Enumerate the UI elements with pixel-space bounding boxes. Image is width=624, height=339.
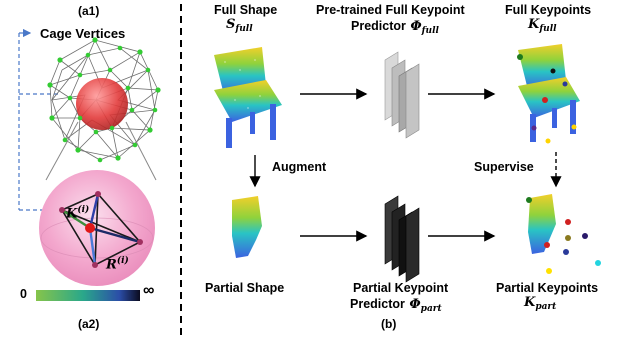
partial-keypoints-points bbox=[528, 194, 556, 254]
partial-network-icon bbox=[384, 195, 420, 283]
cage-bracket bbox=[18, 33, 62, 211]
full-shape-chair bbox=[214, 47, 282, 148]
full-shape-sym: S bbox=[226, 17, 236, 32]
zoom-line-left bbox=[45, 121, 79, 181]
partial-phi-sub: part bbox=[420, 304, 442, 314]
full-shape-symbol: Sfull bbox=[226, 17, 253, 34]
keypoint-dot bbox=[85, 223, 95, 233]
radius-superscript: (i) bbox=[116, 256, 129, 266]
pretrained-predictor-word: Predictor bbox=[351, 19, 406, 33]
partial-predictor-subtitle: Predictor Φpart bbox=[350, 295, 442, 314]
zoom-line-right bbox=[125, 121, 157, 181]
radius-label: R(i) bbox=[106, 256, 129, 272]
partial-shape-points bbox=[232, 196, 262, 258]
supervise-label: Supervise bbox=[474, 160, 534, 174]
pretrained-phi-sub: full bbox=[421, 26, 439, 36]
full-keypoints-chair bbox=[518, 44, 580, 142]
keypoint-label: K(i) bbox=[66, 205, 89, 221]
full-shape-title: Full Shape bbox=[214, 3, 278, 17]
partial-keypoint-dots bbox=[526, 197, 601, 274]
panel-b-tag: (b) bbox=[381, 317, 397, 331]
cell-vertices bbox=[59, 191, 143, 268]
radius-symbol: R bbox=[106, 257, 117, 273]
pretrained-phi: Φ bbox=[410, 19, 422, 34]
keypoint-superscript: (i) bbox=[77, 205, 90, 215]
cage-vertices-label: Cage Vertices bbox=[40, 26, 126, 41]
scale-min-label: 0 bbox=[20, 287, 27, 301]
partial-predictor-word: Predictor bbox=[350, 297, 405, 311]
scale-max-label: ∞ bbox=[143, 282, 155, 299]
pretrained-title: Pre-trained Full Keypoint bbox=[316, 3, 465, 17]
partial-keypoints-sub: part bbox=[535, 302, 557, 312]
color-scale-bar bbox=[36, 290, 140, 301]
partial-keypoints-symbol: Kpart bbox=[524, 295, 556, 312]
pretrained-subtitle: Predictor Φfull bbox=[351, 17, 439, 36]
partial-keypoints-title: Partial Keypoints bbox=[496, 281, 599, 295]
partial-predictor-title: Partial Keypoint bbox=[353, 281, 449, 295]
full-keypoints-sym: K bbox=[528, 17, 540, 32]
red-ball bbox=[76, 78, 128, 130]
partial-phi: Φ bbox=[409, 297, 421, 312]
full-shape-sub: full bbox=[235, 24, 253, 34]
keypoint-symbol: K bbox=[66, 206, 78, 222]
full-keypoint-dots bbox=[517, 54, 577, 144]
panel-a2-tag: (a2) bbox=[78, 317, 100, 331]
panel-a1-tag: (a1) bbox=[78, 4, 100, 18]
cage-vertices bbox=[47, 37, 161, 163]
augment-label: Augment bbox=[272, 160, 327, 174]
full-keypoints-title: Full Keypoints bbox=[505, 3, 592, 17]
full-keypoints-sub: full bbox=[539, 24, 557, 34]
cage-cell-color-edges bbox=[61, 193, 141, 266]
full-keypoints-symbol: Kfull bbox=[528, 17, 557, 34]
partial-shape-title: Partial Shape bbox=[205, 281, 285, 295]
pretrained-network-icon bbox=[384, 51, 420, 139]
partial-keypoints-sym: K bbox=[524, 295, 536, 310]
